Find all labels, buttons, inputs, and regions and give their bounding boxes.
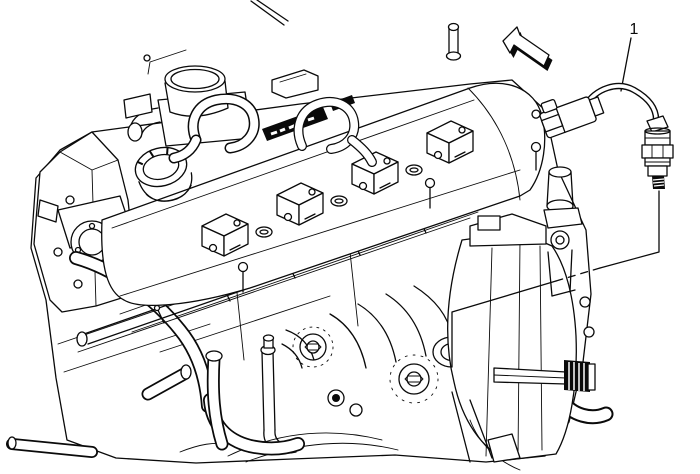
engine-line-art	[6, 0, 614, 471]
top-edge-details	[237, 0, 542, 293]
ignition-coil-2	[276, 182, 324, 226]
front-direction-arrow-icon	[502, 26, 553, 71]
callout-leader-lower-b	[451, 280, 557, 368]
cv-boot	[564, 360, 590, 392]
callout-1: 1	[451, 21, 674, 368]
ignition-coil-1	[201, 213, 249, 257]
oxygen-sensor	[531, 82, 674, 189]
transmission-bell-housing	[446, 213, 596, 471]
breather-hoses	[168, 93, 377, 167]
drive-shaft-stub	[493, 360, 596, 392]
callout-leader-lower-a	[599, 190, 660, 269]
sensor-connector	[531, 96, 605, 139]
ignition-coil-4	[426, 120, 474, 164]
callout-leader-dashed	[555, 267, 601, 282]
callout-leader-upper	[620, 37, 632, 92]
engine-mount-bracket	[543, 166, 583, 297]
throttle-body	[123, 49, 253, 147]
callout-label: 1	[630, 21, 639, 38]
sensor-body	[641, 115, 674, 189]
